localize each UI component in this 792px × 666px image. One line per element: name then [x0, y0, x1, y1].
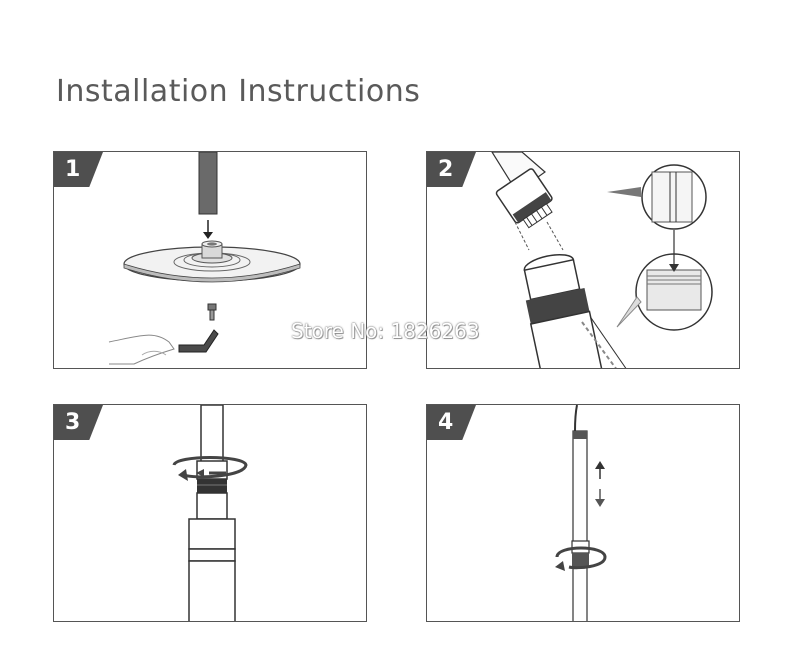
step-3-illustration [172, 405, 248, 621]
step-3-panel: 3 [53, 404, 367, 622]
step-1-panel: 1 [53, 151, 367, 369]
step-4-panel: 4 [426, 404, 740, 622]
step-1-illustration [108, 152, 301, 365]
step-2-panel: 2 [426, 151, 740, 369]
step-2-illustration [491, 152, 713, 368]
page-title: Installation Instructions [56, 74, 421, 109]
step-4-illustration [555, 405, 607, 621]
store-watermark: Store No: 1826263 [291, 319, 480, 343]
